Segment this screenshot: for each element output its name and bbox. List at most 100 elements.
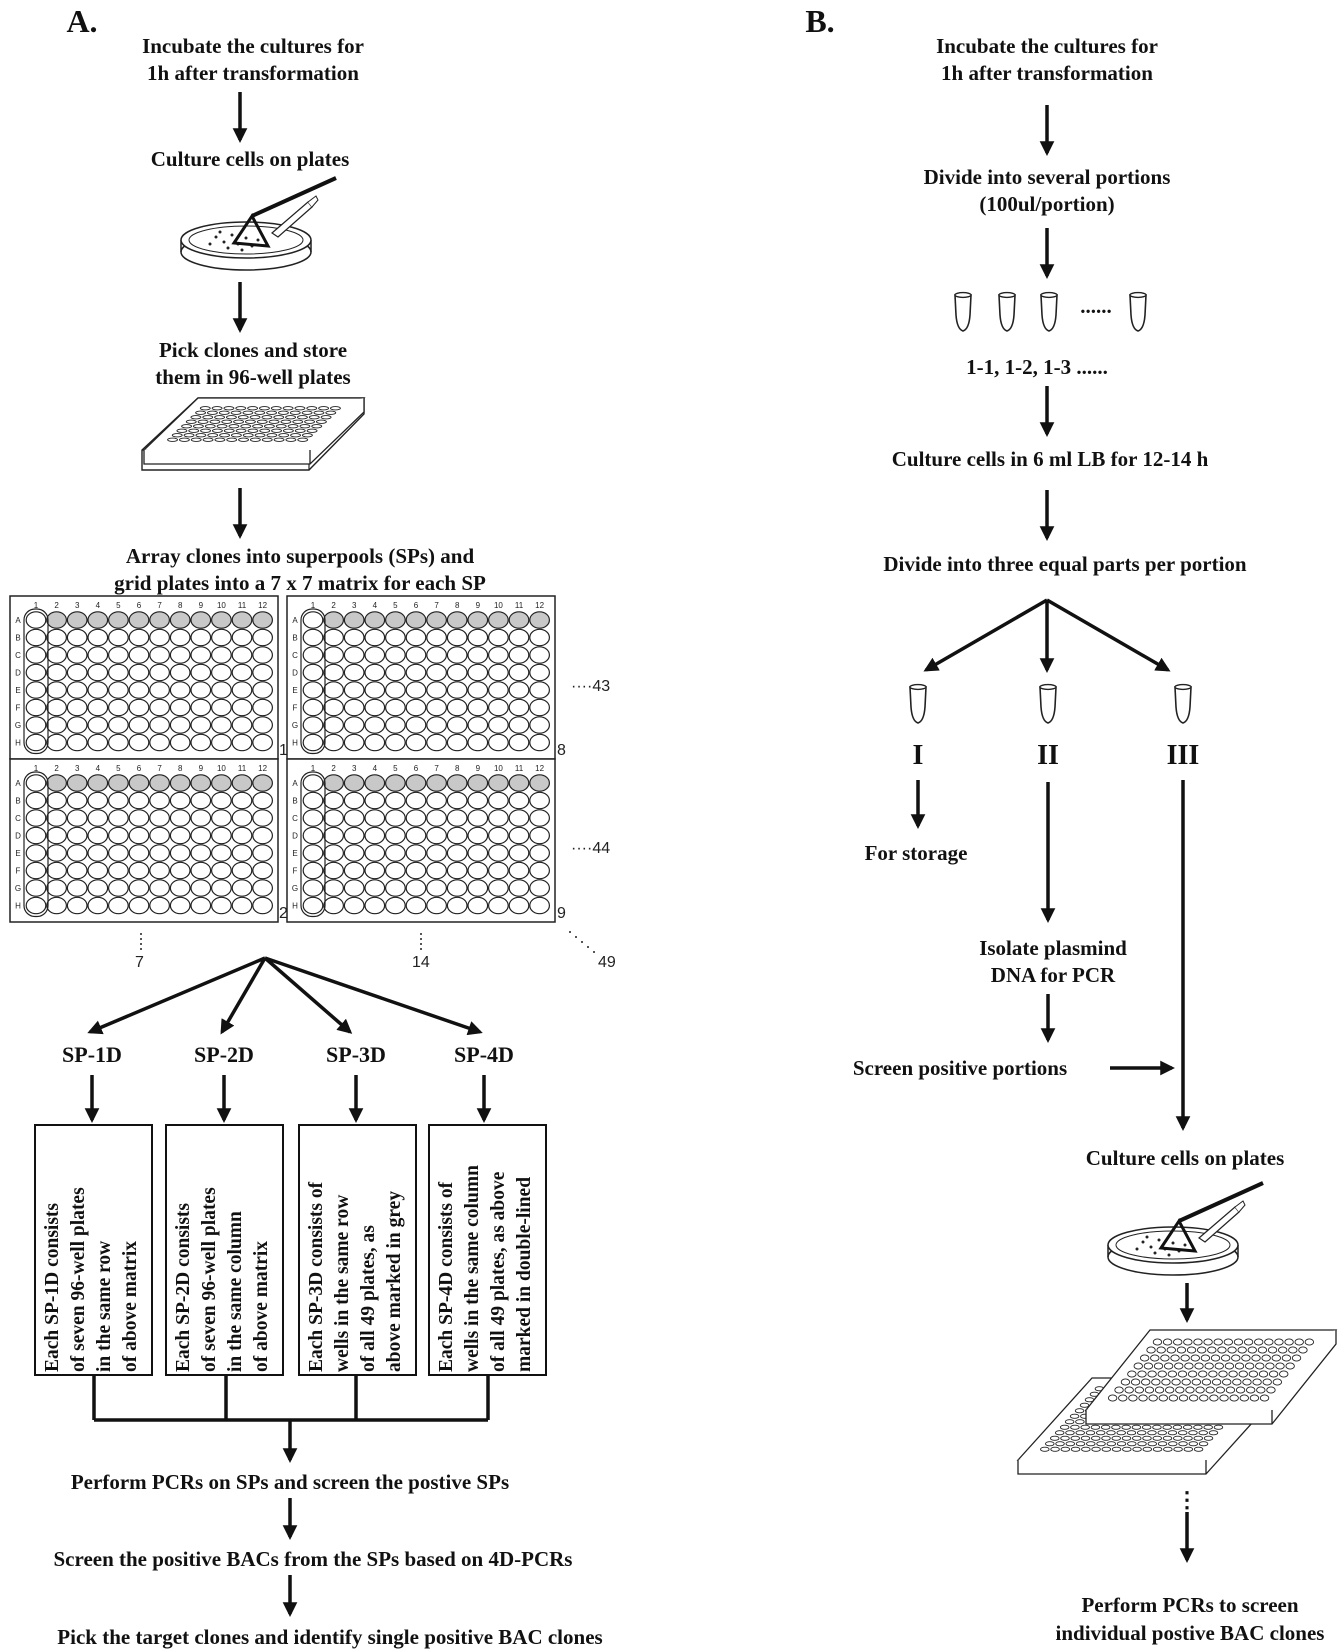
well [405, 611, 427, 629]
row-label: B [15, 797, 20, 806]
well [1157, 1441, 1168, 1447]
tube-icon-4 [1129, 291, 1147, 332]
well [252, 611, 274, 629]
plate-number-2: 2 [279, 905, 288, 922]
well [1096, 1441, 1106, 1447]
well [1148, 1394, 1158, 1402]
well [1175, 1386, 1185, 1394]
panel-a-label: A. [66, 3, 97, 39]
a-step5: Perform PCRs on SPs and screen the posti… [71, 1470, 509, 1494]
well [149, 733, 171, 752]
well [46, 681, 67, 699]
b-branch-i [923, 598, 1048, 672]
a-step6: Screen the positive BACs from the SPs ba… [54, 1547, 573, 1571]
well [1162, 1338, 1173, 1346]
well [385, 663, 406, 682]
row-label: C [292, 651, 298, 660]
well [107, 809, 129, 827]
well [1294, 1338, 1304, 1346]
well [508, 733, 530, 752]
well [66, 681, 88, 699]
well [364, 896, 386, 915]
well [1090, 1435, 1101, 1441]
well [252, 424, 264, 429]
column-label: 9 [199, 764, 204, 773]
row-label: B [292, 797, 297, 806]
well [1141, 1378, 1151, 1386]
well [488, 698, 509, 717]
column-label: 9 [199, 601, 204, 610]
row-label: B [292, 634, 297, 643]
well [364, 733, 386, 752]
well [426, 791, 448, 810]
well [529, 774, 550, 792]
well [467, 896, 489, 915]
well [467, 774, 489, 792]
well [240, 424, 252, 429]
well [237, 415, 249, 420]
well [467, 646, 489, 664]
well [1244, 1362, 1255, 1370]
well [210, 774, 232, 792]
well [1111, 1446, 1122, 1452]
column-label: 5 [116, 764, 121, 773]
well [1106, 1441, 1117, 1447]
well [1153, 1362, 1164, 1370]
well [1185, 1386, 1195, 1394]
well [446, 698, 468, 717]
well [488, 879, 509, 897]
well [1070, 1435, 1081, 1441]
well [1090, 1424, 1101, 1430]
well [1204, 1362, 1214, 1370]
well [149, 861, 171, 880]
well [323, 861, 345, 880]
well [343, 844, 365, 862]
well [1040, 1446, 1050, 1452]
well [1213, 1424, 1224, 1430]
well [231, 791, 253, 810]
well [209, 419, 221, 424]
well [25, 611, 47, 629]
well [231, 628, 253, 647]
well [1085, 1430, 1096, 1436]
well [46, 826, 67, 845]
well [252, 826, 274, 845]
well [231, 826, 253, 845]
column-label: 11 [515, 601, 524, 610]
well [529, 879, 550, 897]
tube-icon-iii [1174, 683, 1192, 724]
well [1219, 1394, 1229, 1402]
well [107, 896, 129, 915]
well [254, 433, 266, 438]
well [1229, 1394, 1239, 1402]
well [231, 681, 253, 699]
well [231, 896, 253, 915]
b-step2-line2: (100ul/portion) [979, 192, 1114, 216]
well [87, 646, 109, 664]
well [128, 681, 150, 699]
well [488, 663, 509, 682]
well [385, 681, 406, 699]
column-label: 3 [75, 601, 80, 610]
well [1162, 1424, 1172, 1430]
column-label: 2 [331, 764, 336, 773]
well [1116, 1441, 1127, 1447]
column-label: 10 [217, 764, 226, 773]
isolate-line2: DNA for PCR [991, 963, 1116, 987]
stacked-384-plates-icon [1016, 1329, 1338, 1475]
row-label: H [292, 739, 298, 748]
well [302, 611, 324, 629]
well [343, 663, 365, 682]
well [231, 611, 253, 629]
row-label: G [292, 884, 298, 893]
well [467, 879, 489, 897]
well [107, 791, 129, 810]
column-label: 1 [34, 601, 39, 610]
panel-b-label: B. [805, 3, 834, 39]
column-label: 9 [476, 764, 481, 773]
well [1136, 1430, 1147, 1436]
well [107, 826, 129, 845]
well [149, 716, 171, 734]
well [1120, 1378, 1131, 1386]
well [149, 628, 171, 647]
